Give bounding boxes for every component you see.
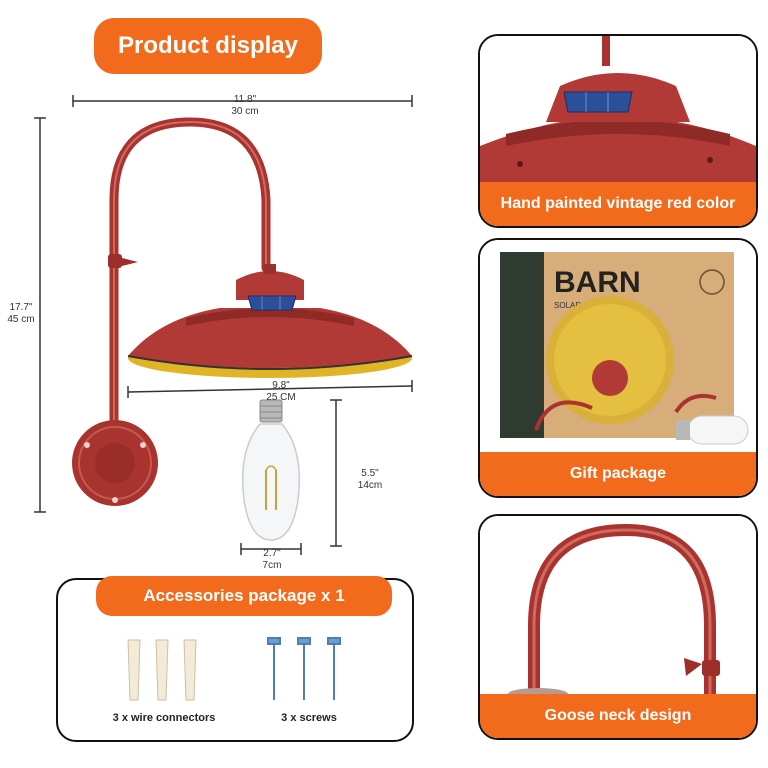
panel-neck: Goose neck design (478, 514, 758, 740)
shade-cap (236, 271, 304, 300)
dimension-line-bulb-width (240, 543, 302, 555)
accessories-items (127, 637, 341, 701)
bulb-width-label: 2.7" 7cm (262, 548, 282, 571)
panel-neck-label: Goose neck design (480, 694, 756, 738)
dimension-line-width (72, 95, 413, 107)
shade-closeup (480, 36, 756, 182)
panel-color: Hand painted vintage red color (478, 34, 758, 228)
panel-color-label: Hand painted vintage red color (480, 182, 756, 226)
gooseneck-highlight (113, 120, 267, 440)
gooseneck-closeup (480, 516, 756, 694)
screw-icon (267, 637, 341, 700)
shade-width-label: 9.8" 25 CM (266, 380, 296, 403)
width-label: 11.8" 30 cm (231, 94, 259, 117)
panel-gift: BARN SOLAR WALL LIGHT Gift package (478, 238, 758, 498)
edison-bulb (241, 399, 301, 541)
wall-anchor-icon (127, 639, 197, 701)
page-title: Product display (94, 18, 322, 74)
accessory-label-connectors: 3 x wire connectors (112, 712, 216, 724)
dimension-line-shade (127, 380, 413, 398)
panel-gift-label: Gift package (480, 452, 756, 496)
height-label: 17.7" 45 cm (7, 302, 35, 325)
dimension-line-height (34, 117, 46, 513)
dimension-line-bulb-height (330, 399, 342, 547)
accessory-label-screws: 3 x screws (281, 712, 337, 724)
gift-box-brand: BARN (554, 266, 641, 299)
solar-panel (247, 295, 297, 311)
bulb-height-label: 5.5" 14cm (357, 468, 383, 491)
gift-box-illustration: BARN SOLAR WALL LIGHT (480, 240, 756, 452)
accessories-title: Accessories package x 1 (96, 576, 392, 616)
arm-joint (108, 254, 122, 268)
